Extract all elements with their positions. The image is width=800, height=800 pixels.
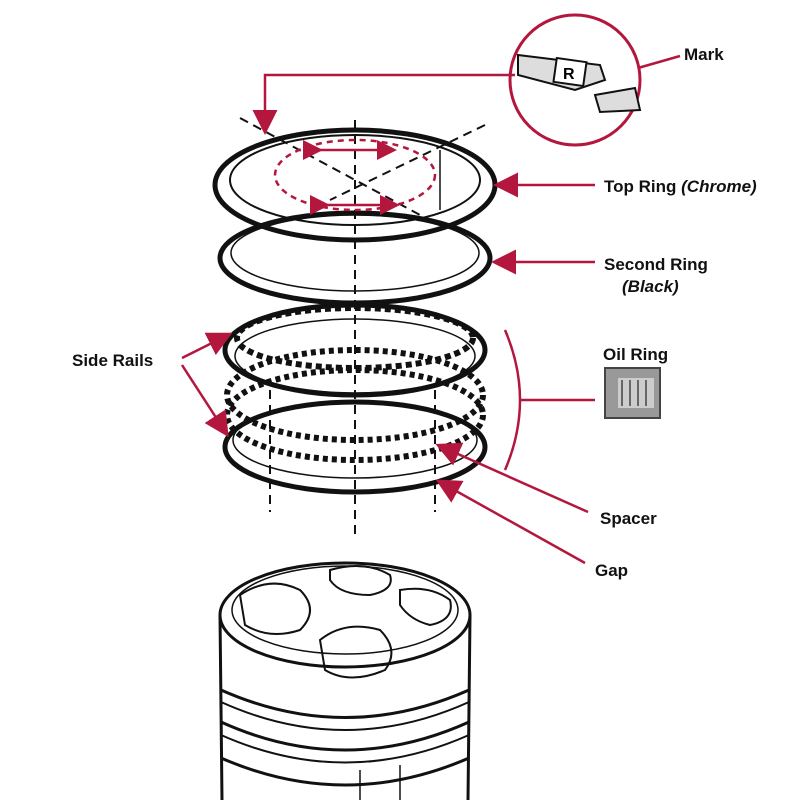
label-second-ring-material: (Black) [622,277,679,296]
mark-letter: R [563,66,575,83]
label-mark: Mark [684,45,724,64]
label-spacer: Spacer [600,509,657,528]
leader-lines [180,54,681,565]
label-top-ring-name: Top Ring [604,177,676,196]
piston [218,561,472,800]
label-gap: Gap [595,561,628,580]
label-top-ring: Top Ring (Chrome) [604,177,757,196]
label-second-ring: Second Ring [604,255,708,274]
label-top-ring-material: (Chrome) [681,177,757,196]
label-oil-ring: Oil Ring [603,345,668,364]
label-side-rails: Side Rails [72,351,153,370]
oil-ring-section-icon [604,367,661,419]
mark-inset: R [508,13,642,147]
